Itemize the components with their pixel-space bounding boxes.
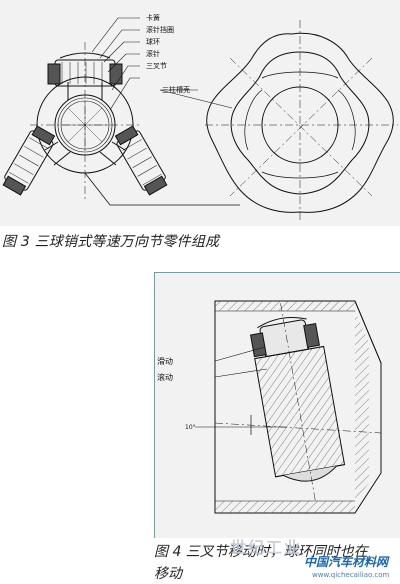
figure-4-drawing: 滑动 滚动 10°	[157, 300, 382, 514]
label-needle-retainer: 滚针挡圈	[146, 25, 174, 34]
figure-3-panel: 卡簧 滚针挡圈 球环 滚针 三叉节 三柱槽壳	[0, 0, 400, 226]
figure-4-panel: 滑动 滚动 10°	[154, 272, 400, 538]
tilted-ball-ring	[249, 303, 346, 501]
label-sliding: 滑动	[157, 356, 173, 366]
label-angle: 10°	[185, 424, 196, 431]
watermark-text: 世纪工业	[230, 538, 303, 557]
label-card-spring: 卡簧	[146, 13, 160, 22]
watermark-site-url: www.qichecailiao.com	[312, 571, 390, 579]
figure-3-drawing: 卡簧 滚针挡圈 球环 滚针 三叉节 三柱槽壳	[2, 13, 398, 222]
figure-4-caption-line-1: 图 4 三叉节移动时，球环同时也在	[154, 544, 368, 560]
label-tripod: 三叉节	[146, 62, 167, 70]
label-ball-ring: 球环	[146, 37, 160, 46]
figure-4-caption-line-2: 移动	[154, 566, 182, 582]
watermark-site-name: 中国汽车材料网	[304, 555, 389, 569]
label-needle: 滚针	[146, 49, 160, 58]
label-rolling: 滚动	[157, 372, 173, 382]
figure-3-caption: 图 3 三球销式等速万向节零件组成	[2, 234, 220, 250]
label-housing: 三柱槽壳	[162, 85, 190, 94]
